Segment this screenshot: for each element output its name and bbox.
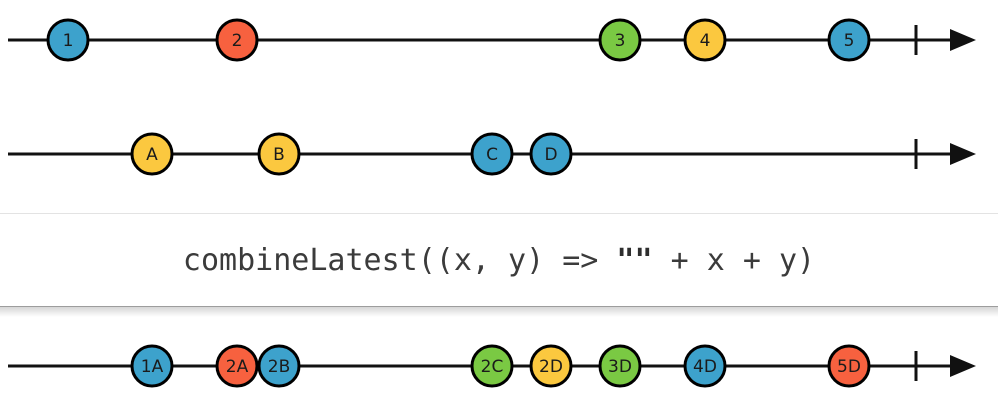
operator-expression: combineLatest((x, y) => "" + x + y) xyxy=(183,243,815,278)
marble-circle[interactable] xyxy=(598,18,642,62)
timeline-arrowhead xyxy=(950,29,976,51)
operator-band-shadow xyxy=(0,307,998,317)
marble-circle[interactable] xyxy=(257,132,301,176)
marble-label: 1A xyxy=(141,357,164,377)
marble-label: 4 xyxy=(700,31,711,51)
marble[interactable]: C xyxy=(470,132,514,176)
marble[interactable]: B xyxy=(257,132,301,176)
timeline-axis: A B C D xyxy=(8,132,976,176)
marble-circle[interactable] xyxy=(683,344,727,388)
marble[interactable]: 3D xyxy=(598,344,642,388)
marble-label: 5D xyxy=(837,357,861,377)
marble-label: 2C xyxy=(481,357,504,377)
timeline-arrowhead xyxy=(950,355,976,377)
marble-label: 4D xyxy=(693,357,717,377)
marble-circle[interactable] xyxy=(598,344,642,388)
marble-circle[interactable] xyxy=(529,344,573,388)
marble[interactable]: 5D xyxy=(827,344,871,388)
marble-label: A xyxy=(146,145,158,165)
marble[interactable]: 2 xyxy=(215,18,259,62)
marble[interactable]: 4D xyxy=(683,344,727,388)
marble-circle[interactable] xyxy=(215,18,259,62)
operator-empty-string-literal: "" xyxy=(616,242,653,278)
timeline-arrowhead xyxy=(950,143,976,165)
marble-circle[interactable] xyxy=(257,344,301,388)
marble-label: 5 xyxy=(844,31,855,51)
marble[interactable]: A xyxy=(130,132,174,176)
marble-circle[interactable] xyxy=(529,132,573,176)
marble[interactable]: 2B xyxy=(257,344,301,388)
marble[interactable]: 2A xyxy=(215,344,259,388)
marble-label: B xyxy=(273,145,285,165)
marble-label: 2B xyxy=(268,357,290,377)
timeline-source-numbers: 1 2 3 4 5 xyxy=(0,0,998,90)
marble[interactable]: 1 xyxy=(46,18,90,62)
operator-band: combineLatest((x, y) => "" + x + y) xyxy=(0,213,998,307)
marble-circle[interactable] xyxy=(130,132,174,176)
marble-circle[interactable] xyxy=(827,18,871,62)
timeline-result-svg: 1A 2A 2B 2C 2D 3D 4D 5D xyxy=(8,344,976,388)
timeline-source-letters: A B C D xyxy=(0,114,998,204)
timeline-axis: 1 2 3 4 5 xyxy=(8,18,976,62)
marble-label: 3D xyxy=(608,357,632,377)
marble[interactable]: 2C xyxy=(470,344,514,388)
marble[interactable]: D xyxy=(529,132,573,176)
timeline-source-letters-svg: A B C D xyxy=(8,132,976,176)
marble-label: 2 xyxy=(232,31,243,51)
marble-label: 1 xyxy=(63,31,74,51)
marble-circle[interactable] xyxy=(470,344,514,388)
marble[interactable]: 3 xyxy=(598,18,642,62)
marble[interactable]: 5 xyxy=(827,18,871,62)
timeline-axis: 1A 2A 2B 2C 2D 3D 4D 5D xyxy=(8,344,976,388)
operator-prefix: combineLatest((x, y) => xyxy=(182,242,617,278)
marble[interactable]: 4 xyxy=(683,18,727,62)
marble-circle[interactable] xyxy=(130,344,174,388)
marble-label: D xyxy=(544,145,557,165)
operator-suffix: + x + y) xyxy=(652,242,816,278)
marble-label: 2A xyxy=(226,357,249,377)
marble[interactable]: 2D xyxy=(529,344,573,388)
marble-circle[interactable] xyxy=(215,344,259,388)
marble-circle[interactable] xyxy=(683,18,727,62)
timeline-source-numbers-svg: 1 2 3 4 5 xyxy=(8,18,976,62)
marble-circle[interactable] xyxy=(827,344,871,388)
marble-circle[interactable] xyxy=(470,132,514,176)
marble-label: 2D xyxy=(539,357,563,377)
marble-label: C xyxy=(486,145,498,165)
marble-circle[interactable] xyxy=(46,18,90,62)
marble[interactable]: 1A xyxy=(130,344,174,388)
timeline-result: 1A 2A 2B 2C 2D 3D 4D 5D xyxy=(0,326,998,414)
marble-label: 3 xyxy=(615,31,626,51)
